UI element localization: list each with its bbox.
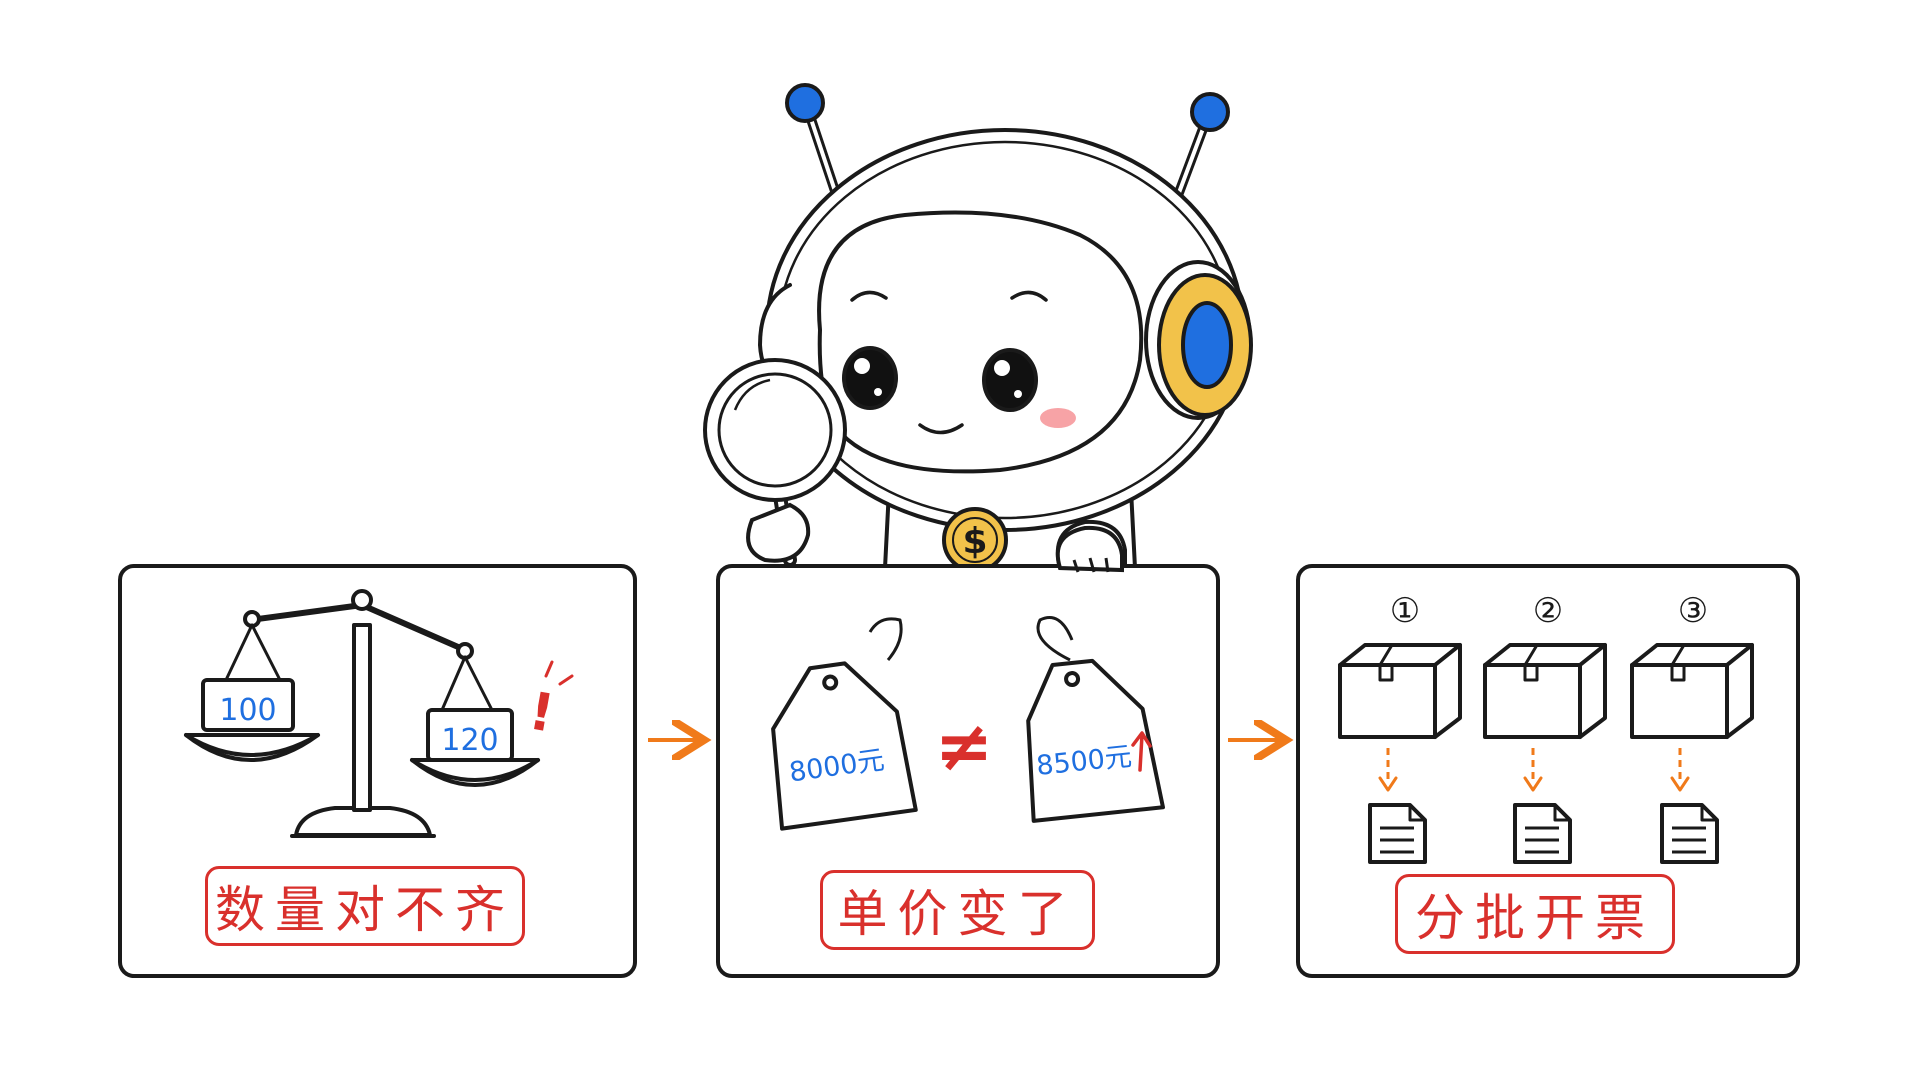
step-3-label: ③	[1678, 591, 1708, 631]
box-icon	[1483, 643, 1607, 739]
balance-scale-icon	[184, 589, 540, 838]
right-weight-value: 120	[441, 723, 498, 758]
robot-hand-left	[1055, 525, 1124, 573]
box-icon	[1630, 643, 1754, 739]
panel-1-label: 数量对不齐	[205, 866, 525, 946]
step-1-label: ①	[1390, 591, 1420, 631]
document-icon	[1368, 803, 1427, 864]
document-icon	[1513, 803, 1572, 864]
price-up-arrow-icon	[1131, 731, 1152, 772]
robot-mascot-icon	[758, 83, 1253, 570]
ear-speaker-icon	[1144, 260, 1253, 420]
not-equal-symbol: ≠	[935, 705, 994, 787]
price-tag-icon	[771, 617, 918, 831]
left-weight-value: 100	[219, 693, 276, 728]
step-labels: ① ② ③	[1390, 591, 1708, 631]
coin-symbol: $	[962, 521, 987, 562]
document-icon	[1660, 803, 1719, 864]
magnifying-glass-icon	[703, 358, 847, 567]
step-2-label: ②	[1533, 591, 1563, 631]
robot-face	[817, 210, 1144, 474]
panel-2-label: 单价变了	[820, 870, 1095, 950]
price-tag-icon	[1026, 616, 1165, 823]
antenna-left-icon	[785, 83, 843, 205]
panel-3-label: 分批开票	[1395, 874, 1675, 954]
box-icon	[1338, 643, 1462, 739]
coin-icon: $	[942, 507, 1008, 573]
